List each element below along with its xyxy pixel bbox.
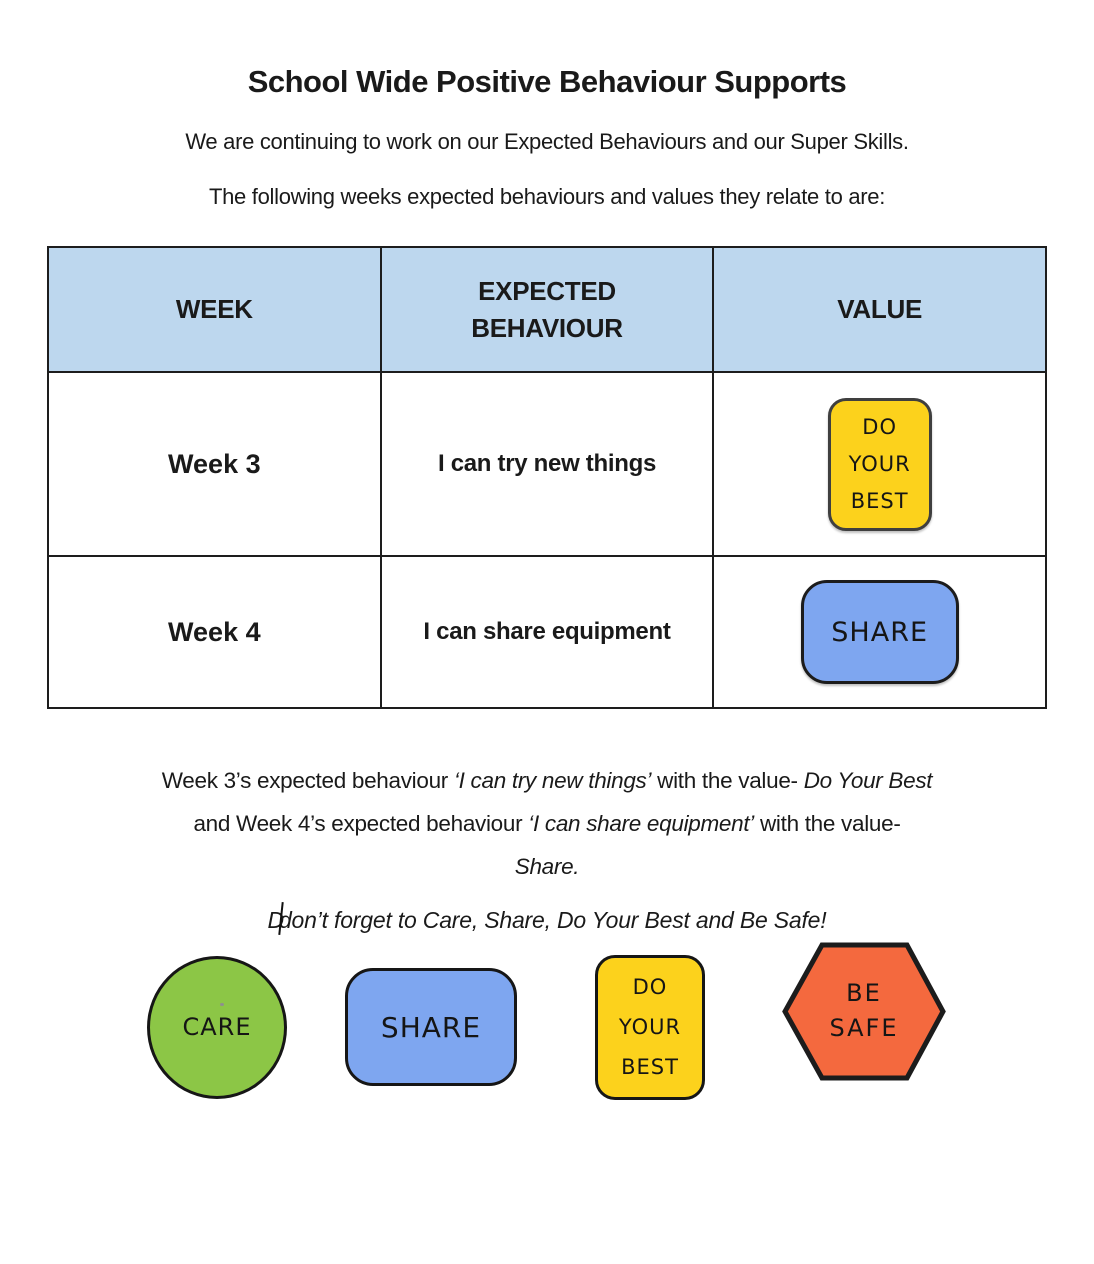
badge-line: YOUR	[618, 1015, 682, 1040]
col-header-week-label: WEEK	[175, 294, 253, 325]
col-header-expected-behaviour-label: EXPECTED BEHAVIOUR	[471, 276, 623, 343]
badge-line: BEST	[850, 488, 909, 513]
summary-text-segment-italic: Do Your Best	[803, 768, 933, 793]
reminder-text-after-cursor: don’t forget to Care, Share, Do Your Bes…	[278, 906, 827, 933]
summary-text-segment-italic: Share.	[514, 854, 580, 880]
page-title: School Wide Positive Behaviour Supports	[247, 64, 847, 99]
week-4-value-cell: SHARE	[712, 555, 1047, 709]
share-badge: SHARE	[800, 580, 959, 684]
behaviour-table: WEEK EXPECTED BEHAVIOUR VALUE Week 3 I c…	[47, 246, 1047, 709]
badge-line: YOUR	[848, 451, 911, 476]
be-safe-label: BE SAFE	[781, 941, 947, 1082]
care-label: CARE	[182, 1013, 252, 1042]
care-circle: CARE	[147, 955, 287, 1099]
hexagon-shape	[782, 942, 946, 1081]
table-row-week-3: Week 3 I can try new things DO YOUR BEST	[47, 371, 1047, 557]
badge-line: BEST	[621, 1055, 679, 1080]
summary-text-segment: Week 3’s expected behaviour	[161, 768, 454, 793]
week-4-behaviour-cell: I can share equipment	[379, 555, 715, 709]
values-shapes-row: CARE SHARE DO YOUR BEST BE SAFE	[0, 942, 1094, 1100]
summary-text-segment-italic: ‘I can try new things’	[453, 768, 652, 793]
week-3-cell: Week 3	[47, 371, 382, 557]
share-rectangle: SHARE	[345, 968, 517, 1087]
col-header-expected-behaviour: EXPECTED BEHAVIOUR	[379, 246, 715, 373]
table-header-row: WEEK EXPECTED BEHAVIOUR VALUE	[47, 246, 1047, 373]
badge-line: BE	[846, 979, 882, 1008]
intro-paragraph-1: We are continuing to work on our Expecte…	[185, 129, 909, 154]
summary-text-segment: and Week 4’s expected behaviour	[193, 811, 529, 837]
stray-mark	[220, 1003, 224, 1006]
badge-line: DO	[632, 975, 668, 1000]
badge-line: SAFE	[829, 1014, 899, 1043]
intro-paragraph-2: The following weeks expected behaviours …	[208, 184, 886, 209]
share-label: SHARE	[380, 1010, 482, 1044]
badge-label: SHARE	[831, 616, 929, 648]
summary-text-segment: with the value-	[754, 811, 901, 837]
be-safe-hexagon: BE SAFE	[781, 941, 947, 1082]
col-header-week: WEEK	[47, 246, 382, 373]
do-your-best-rectangle: DO YOUR BEST	[595, 954, 705, 1100]
week-3-behaviour-cell: I can try new things	[379, 371, 715, 557]
week-4-cell: Week 4	[47, 555, 382, 709]
col-header-value: VALUE	[712, 246, 1047, 373]
do-your-best-badge: DO YOUR BEST	[827, 397, 932, 531]
badge-line: DO	[862, 414, 897, 439]
table-row-week-4: Week 4 I can share equipment SHARE	[47, 555, 1047, 709]
week-3-value-cell: DO YOUR BEST	[712, 371, 1047, 557]
summary-text-segment-italic: ‘I can share equipment’	[528, 811, 755, 837]
reminder-line[interactable]: Ddon’t forget to Care, Share, Do Your Be…	[0, 901, 1094, 935]
summary-text-segment: with the value-	[651, 768, 804, 793]
col-header-value-label: VALUE	[837, 294, 922, 325]
document-page[interactable]: School Wide Positive Behaviour Supports …	[0, 64, 1094, 1264]
summary-paragraph: Week 3’s expected behaviour ‘I can try n…	[0, 759, 1094, 889]
